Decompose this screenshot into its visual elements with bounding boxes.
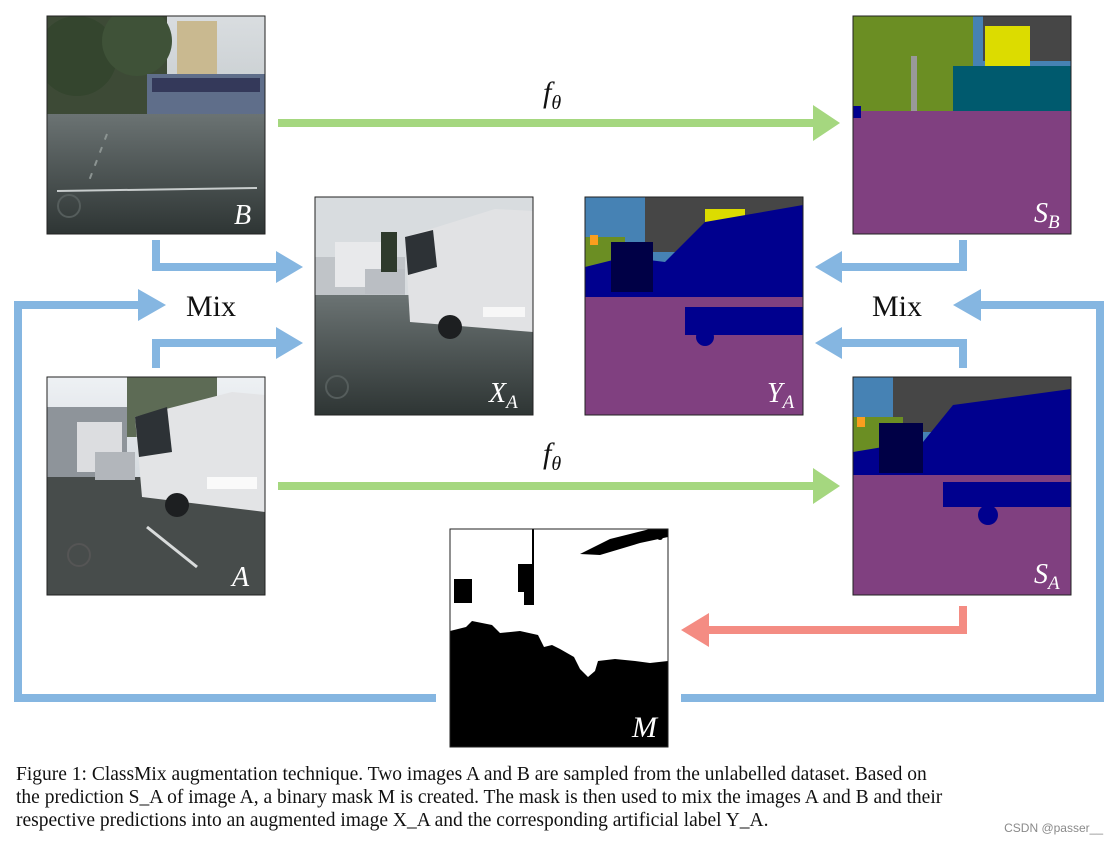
- f-theta-label-bottom: fθ: [543, 437, 561, 475]
- image-sb: SB: [852, 15, 1072, 235]
- mix-arrow-from-b: [152, 240, 280, 271]
- image-b-label: B: [234, 200, 251, 231]
- mix-label-left: Mix: [186, 290, 236, 323]
- image-xa-label: XA: [488, 378, 518, 413]
- mix-arrow-from-sa: [838, 339, 967, 368]
- image-xa: XA: [314, 196, 534, 416]
- mix-arrow-from-sb: [838, 240, 967, 271]
- image-sb-label: SB: [1034, 198, 1060, 233]
- f-theta-arrowhead-bottom: [813, 468, 840, 504]
- f-theta-arrowhead-top: [813, 105, 840, 141]
- image-ya-label: YA: [767, 378, 795, 413]
- image-sa-label: SA: [1034, 559, 1060, 594]
- image-a: A: [46, 376, 266, 596]
- image-sa: SA: [852, 376, 1072, 596]
- watermark: CSDN @passer__: [1004, 821, 1103, 835]
- mask-loop-left: [14, 301, 436, 702]
- classmix-diagram: fθ fθ Mix Mix B: [14, 15, 1104, 748]
- mask-arrow: [705, 606, 967, 634]
- f-theta-label-top: fθ: [543, 76, 561, 114]
- mask-loop-right: [681, 301, 1104, 702]
- mix-label-right: Mix: [872, 290, 922, 323]
- figure-caption: Figure 1: ClassMix augmentation techniqu…: [16, 763, 1106, 832]
- image-mask-m: M: [449, 528, 669, 748]
- image-ya: YA: [584, 196, 804, 416]
- image-b: B: [46, 15, 266, 235]
- image-mask-label: M: [631, 711, 659, 744]
- caption-line-1: Figure 1: ClassMix augmentation techniqu…: [16, 764, 927, 785]
- caption-line-3: respective predictions into an augmented…: [16, 810, 769, 831]
- arrows: [14, 105, 1104, 702]
- image-a-label: A: [230, 562, 250, 593]
- caption-line-2: the prediction S_A of image A, a binary …: [16, 787, 943, 808]
- mix-arrow-from-a: [152, 339, 280, 368]
